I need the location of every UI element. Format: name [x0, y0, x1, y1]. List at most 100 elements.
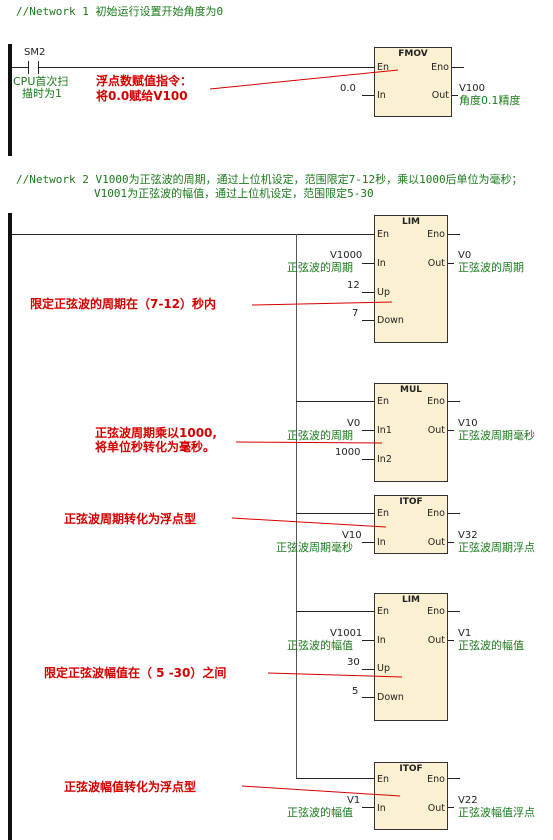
lim2-down-value[interactable]: 5: [352, 686, 359, 697]
fmov-out-addr[interactable]: V100: [459, 83, 485, 94]
mul-in1-addr[interactable]: V0: [347, 418, 361, 429]
annotation-itof-period: 正弦波周期转化为浮点型: [64, 512, 197, 526]
en-pin-label: En: [377, 396, 390, 407]
lim2-up-value[interactable]: 30: [347, 657, 360, 668]
out-wire: [448, 542, 454, 543]
lim2-out-addr[interactable]: V1: [458, 628, 472, 639]
rung-wire: [12, 67, 28, 68]
mul-block[interactable]: MUL En Eno In1 Out In2: [374, 383, 448, 482]
en-pin-label: En: [377, 606, 390, 617]
itof1-in-desc: 正弦波周期毫秒: [276, 541, 353, 554]
up-pin-label: Up: [377, 663, 390, 674]
network1-comment: //Network 1 初始运行设置开始角度为0: [16, 5, 224, 18]
leader-line: [241, 785, 401, 797]
lim2-in-addr[interactable]: V1001: [330, 628, 363, 639]
out-pin-label: Out: [427, 635, 445, 646]
down-wire: [362, 320, 374, 321]
up-pin-label: Up: [377, 287, 390, 298]
up-wire: [362, 292, 374, 293]
contact-name[interactable]: SM2: [24, 47, 46, 58]
en-pin-label: En: [377, 229, 390, 240]
itof2-in-addr[interactable]: V1: [347, 795, 361, 806]
block-title: MUL: [400, 385, 422, 395]
leader-line: [251, 301, 393, 306]
out-pin-label: Out: [427, 537, 445, 548]
annotation-mul-line2: 将单位秒转化为毫秒。: [95, 440, 216, 454]
mul-in1-desc: 正弦波的周期: [287, 429, 353, 442]
annotation-lim-amplitude: 限定正弦波幅值在（ 5 -30）之间: [44, 666, 227, 680]
leader-line: [209, 69, 399, 90]
lim1-up-value[interactable]: 12: [347, 280, 360, 291]
lim-period-block[interactable]: LIM En Eno In Out Up Down: [374, 215, 448, 343]
en-pin-label: En: [377, 774, 390, 785]
eno-pin-label: Eno: [431, 62, 449, 73]
mul-in2-value[interactable]: 1000: [335, 447, 361, 458]
eno-pin-label: Eno: [427, 606, 445, 617]
down-pin-label: Down: [377, 315, 404, 326]
in-pin-label: In: [377, 537, 386, 548]
down-wire: [362, 697, 374, 698]
out-pin-label: Out: [427, 258, 445, 269]
out-pin-label: Out: [431, 90, 449, 101]
lim-amplitude-block[interactable]: LIM En Eno In Out Up Down: [374, 593, 448, 721]
branch-wire: [296, 611, 374, 612]
left-power-rail: [8, 213, 12, 840]
lim1-in-addr[interactable]: V1000: [330, 250, 363, 261]
out-wire: [448, 807, 454, 808]
mul-out-desc: 正弦波周期毫秒: [458, 429, 535, 442]
branch-wire: [296, 778, 374, 779]
contact-desc-line1: CPU首次扫: [13, 75, 69, 88]
lim1-out-desc: 正弦波的周期: [458, 261, 524, 274]
mul-out-addr[interactable]: V10: [458, 418, 478, 429]
leader-line: [231, 517, 387, 528]
fmov-block[interactable]: FMOV En Eno In Out: [374, 47, 452, 117]
out-wire: [448, 430, 454, 431]
eno-wire: [448, 778, 460, 779]
en-pin-label: En: [377, 508, 390, 519]
in-wire: [362, 95, 374, 96]
in-wire: [362, 807, 374, 808]
itof1-in-addr[interactable]: V10: [342, 530, 362, 541]
down-pin-label: Down: [377, 692, 404, 703]
eno-wire: [448, 513, 460, 514]
itof-period-block[interactable]: ITOF En Eno In Out: [374, 495, 448, 554]
lim1-down-value[interactable]: 7: [352, 308, 359, 319]
fmov-out-desc: 角度0.1精度: [459, 94, 521, 107]
branch-wire: [296, 401, 374, 402]
eno-wire: [448, 401, 460, 402]
eno-wire: [448, 611, 460, 612]
contact-left-bar: [28, 61, 29, 74]
eno-pin-label: Eno: [427, 774, 445, 785]
block-title: LIM: [401, 217, 421, 227]
out-pin-label: Out: [427, 425, 445, 436]
left-power-rail: [8, 44, 12, 156]
itof1-out-desc: 正弦波周期浮点: [458, 541, 535, 554]
itof2-in-desc: 正弦波的幅值: [287, 806, 353, 819]
eno-wire: [452, 67, 464, 68]
annotation-fmov-line2: 将0.0赋给V100: [96, 89, 188, 103]
itof-amplitude-block[interactable]: ITOF En Eno In Out: [374, 762, 448, 830]
eno-pin-label: Eno: [427, 396, 445, 407]
block-title: LIM: [401, 595, 421, 605]
in-wire: [362, 263, 374, 264]
annotation-fmov-line1: 浮点数赋值指令：: [96, 74, 193, 88]
fmov-in-value[interactable]: 0.0: [340, 83, 356, 94]
out-wire: [452, 95, 458, 96]
eno-pin-label: Eno: [427, 508, 445, 519]
rung-wire: [38, 67, 374, 68]
lim2-in-desc: 正弦波的幅值: [287, 639, 353, 652]
itof1-out-addr[interactable]: V32: [458, 530, 478, 541]
annotation-mul-line1: 正弦波周期乘以1000,: [95, 426, 217, 440]
out-wire: [448, 640, 454, 641]
itof2-out-addr[interactable]: V22: [458, 795, 478, 806]
out-pin-label: Out: [427, 803, 445, 814]
in-pin-label: In: [377, 635, 386, 646]
lim1-out-addr[interactable]: V0: [458, 250, 472, 261]
annotation-lim-period: 限定正弦波的周期在（7-12）秒内: [30, 297, 217, 311]
in-wire: [362, 640, 374, 641]
en-pin-label: En: [377, 62, 390, 73]
rung-wire: [12, 234, 374, 235]
in1-wire: [362, 430, 374, 431]
leader-line: [235, 441, 383, 444]
